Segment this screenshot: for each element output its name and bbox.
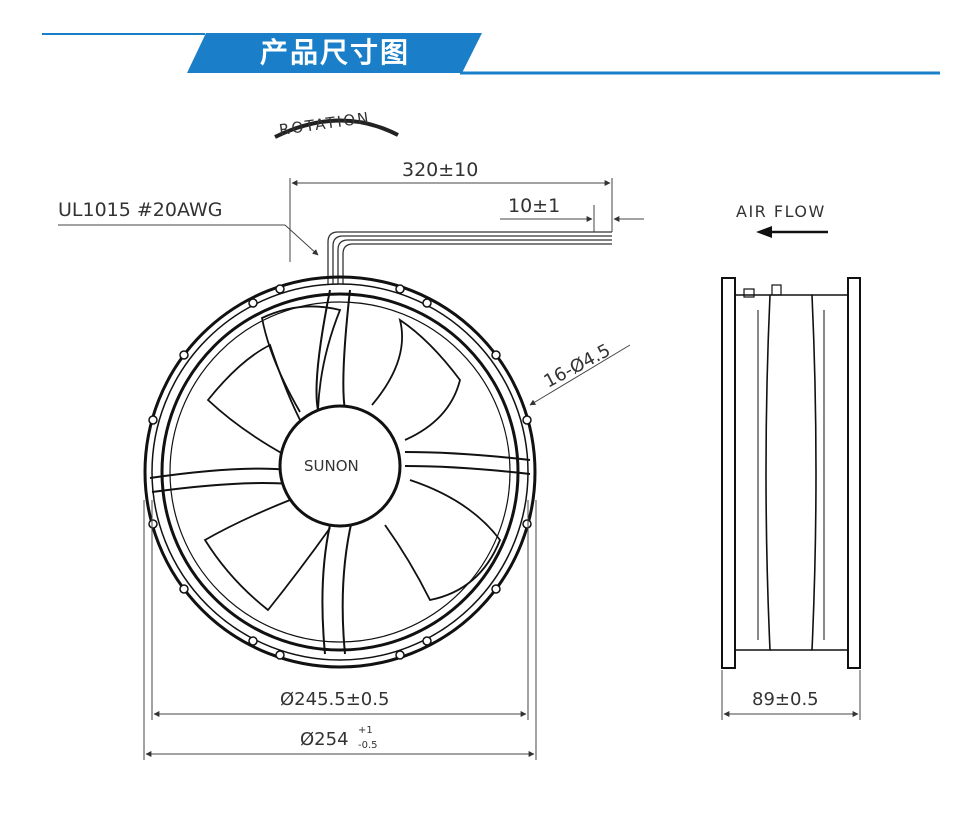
rotation-indicator: ROTATION (274, 108, 399, 139)
frame-spokes (149, 289, 531, 655)
mount-holes-callout: 16-Ø4.5 (529, 340, 631, 406)
mounting-holes (148, 284, 532, 660)
brand-logo-text: SUNON (304, 457, 359, 475)
airflow-label: AIR FLOW (736, 202, 826, 221)
page-title: 产品尺寸图 (259, 36, 410, 69)
wire-spec-label: UL1015 #20AWG (58, 199, 222, 221)
fan-dimension-drawing: ROTATION 320±10 10±1 UL1015 #20AWG (58, 108, 861, 760)
airflow-arrow-icon (756, 226, 772, 238)
fan-cable (327, 231, 612, 284)
fan-side-view (721, 277, 861, 669)
inner-diameter-label: Ø245.5±0.5 (280, 689, 389, 710)
fan-front-view (143, 275, 537, 669)
cable-length-dimension: 320±10 (289, 159, 613, 262)
wire-spec-callout: UL1015 #20AWG (58, 199, 319, 256)
section-header: 产品尺寸图 (0, 0, 980, 90)
strip-length-label: 10±1 (508, 195, 560, 217)
inner-diameter-dimension: Ø245.5±0.5 (151, 500, 529, 720)
outer-tol-lower: -0.5 (358, 740, 378, 751)
cable-length-label: 320±10 (402, 159, 478, 181)
outer-diameter-label: Ø254 (300, 729, 349, 750)
fan-blades (203, 305, 502, 612)
outer-diameter-dimension: Ø254 +1 -0.5 (143, 500, 537, 760)
header-bar-graphic (42, 33, 940, 75)
rotation-arc (274, 118, 399, 139)
rotation-label: ROTATION (278, 108, 372, 139)
depth-dimension: 89±0.5 (721, 670, 861, 720)
header-title-tab (187, 33, 482, 73)
mount-holes-label: 16-Ø4.5 (540, 340, 614, 392)
depth-label: 89±0.5 (752, 689, 819, 710)
airflow-indicator: AIR FLOW (736, 202, 828, 238)
strip-length-dimension: 10±1 (500, 195, 644, 232)
fan-hub (278, 404, 402, 528)
outer-tol-upper: +1 (358, 725, 373, 736)
